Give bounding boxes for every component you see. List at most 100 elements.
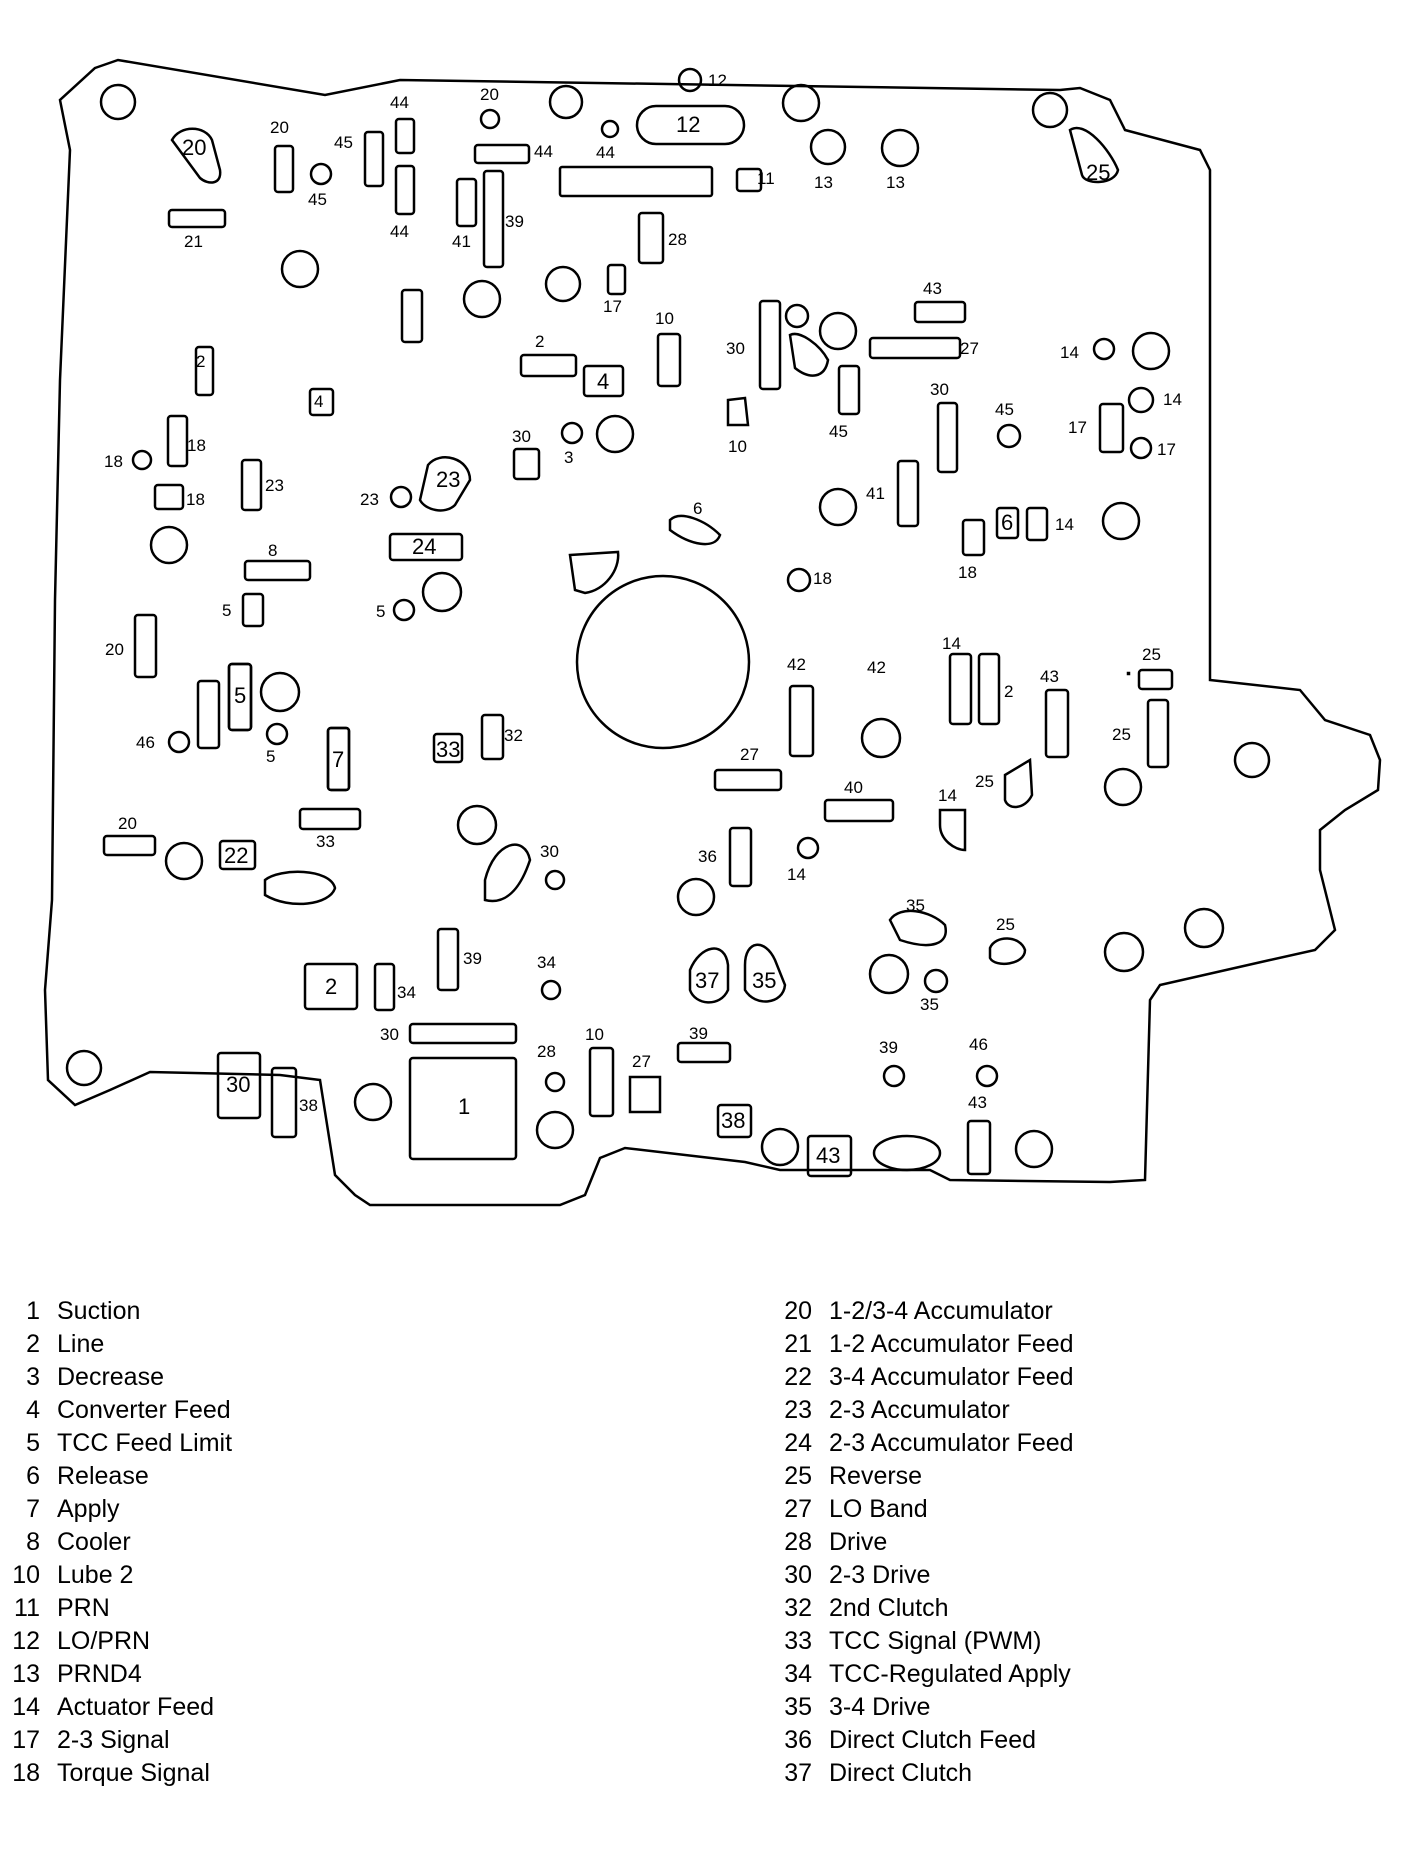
- svg-text:2: 2: [1004, 682, 1013, 701]
- legend-number: 1: [26, 1297, 40, 1325]
- label-port-25: 25: [1086, 160, 1110, 185]
- svg-text:20: 20: [270, 118, 289, 137]
- legend-label: Actuator Feed: [57, 1693, 215, 1721]
- legend-item: 1 Suction: [2, 1295, 232, 1328]
- legend-label: 2nd Clutch: [829, 1594, 949, 1622]
- svg-text:17: 17: [1157, 440, 1176, 459]
- port-20-lower-blob: [263, 870, 337, 906]
- svg-text:34: 34: [537, 953, 556, 972]
- port-25-blob: [1068, 126, 1120, 184]
- legend-number: 23: [784, 1396, 812, 1424]
- mount-hole: [65, 1049, 103, 1087]
- svg-text:8: 8: [268, 541, 277, 560]
- label-port-24: 24: [412, 534, 436, 559]
- label-port-23: 23: [436, 467, 460, 492]
- shape-labels: 1 2 4 12 20 23 24 30 33 37 35 38 43 25 6…: [182, 112, 1110, 1168]
- svg-text:43: 43: [968, 1093, 987, 1112]
- svg-text:18: 18: [104, 452, 123, 471]
- svg-text:25: 25: [1142, 645, 1161, 664]
- mount-hole: [99, 83, 137, 121]
- svg-text:5: 5: [266, 747, 275, 766]
- svg-text:40: 40: [844, 778, 863, 797]
- svg-text:35: 35: [906, 896, 925, 915]
- port-30-upper-blob: [788, 332, 830, 377]
- legend-number: 5: [26, 1429, 40, 1457]
- port-5-box: [227, 662, 253, 732]
- port-43-oval: [872, 1134, 942, 1172]
- svg-text:44: 44: [390, 222, 409, 241]
- port-6-slot: [668, 514, 722, 546]
- svg-text:41: 41: [866, 484, 885, 503]
- svg-text:14: 14: [1163, 390, 1182, 409]
- svg-text:27: 27: [632, 1052, 651, 1071]
- port-23-blob: [418, 456, 472, 512]
- legend-number: 34: [784, 1660, 812, 1688]
- svg-text:14: 14: [1055, 515, 1074, 534]
- port-2-wedge: [568, 550, 620, 595]
- legend-label: Cooler: [57, 1528, 131, 1556]
- legend-label: Suction: [57, 1297, 141, 1325]
- svg-text:25: 25: [1112, 725, 1131, 744]
- legend-label: TCC Feed Limit: [57, 1429, 233, 1457]
- legend-label: 3-4 Drive: [829, 1693, 931, 1721]
- svg-text:10: 10: [655, 309, 674, 328]
- mount-hole: [1233, 741, 1271, 779]
- legend-label: 1-2/3-4 Accumulator: [829, 1297, 1053, 1325]
- svg-text:45: 45: [308, 190, 327, 209]
- svg-text:33: 33: [316, 832, 335, 851]
- legend-number: 36: [784, 1726, 812, 1754]
- legend-label: Release: [57, 1462, 149, 1490]
- port-2-box: [303, 962, 359, 1011]
- legend-item: 5 TCC Feed Limit: [2, 1427, 232, 1460]
- svg-text:25: 25: [996, 915, 1015, 934]
- legend-number: 13: [12, 1660, 40, 1688]
- svg-text:30: 30: [726, 339, 745, 358]
- label-port-38: 38: [721, 1108, 745, 1133]
- svg-text:42: 42: [867, 658, 886, 677]
- label-port-7: 7: [332, 747, 344, 772]
- svg-text:6: 6: [693, 499, 702, 518]
- svg-text:39: 39: [463, 949, 482, 968]
- legend-label: 1-2 Accumulator Feed: [829, 1330, 1074, 1358]
- svg-text:18: 18: [187, 436, 206, 455]
- legend-number: 12: [12, 1627, 40, 1655]
- port-38-box: [716, 1103, 753, 1139]
- legend-label: TCC Signal (PWM): [829, 1627, 1042, 1655]
- legend-number: 30: [784, 1561, 812, 1589]
- port-24-box: [388, 532, 464, 562]
- legend-label: LO/PRN: [57, 1627, 151, 1655]
- legend-number: 27: [784, 1495, 812, 1523]
- port-10-blob: [726, 396, 750, 427]
- legend-label: PRND4: [57, 1660, 142, 1688]
- legend-label: 2-3 Signal: [57, 1726, 170, 1754]
- label-port-5: 5: [234, 683, 246, 708]
- svg-text:23: 23: [265, 476, 284, 495]
- svg-text:28: 28: [537, 1042, 556, 1061]
- svg-text:32: 32: [504, 726, 523, 745]
- legend-label: Converter Feed: [57, 1396, 231, 1424]
- round-ports: [131, 67, 1225, 1169]
- svg-text:45: 45: [334, 133, 353, 152]
- svg-text:18: 18: [958, 563, 977, 582]
- svg-text:38: 38: [299, 1096, 318, 1115]
- label-port-20: 20: [182, 135, 206, 160]
- port-7-box: [326, 726, 351, 792]
- svg-text:17: 17: [603, 297, 622, 316]
- svg-text:13: 13: [814, 173, 833, 192]
- svg-text:46: 46: [136, 733, 155, 752]
- svg-text:20: 20: [480, 85, 499, 104]
- label-port-43: 43: [816, 1143, 840, 1168]
- label-port-33: 33: [436, 737, 460, 762]
